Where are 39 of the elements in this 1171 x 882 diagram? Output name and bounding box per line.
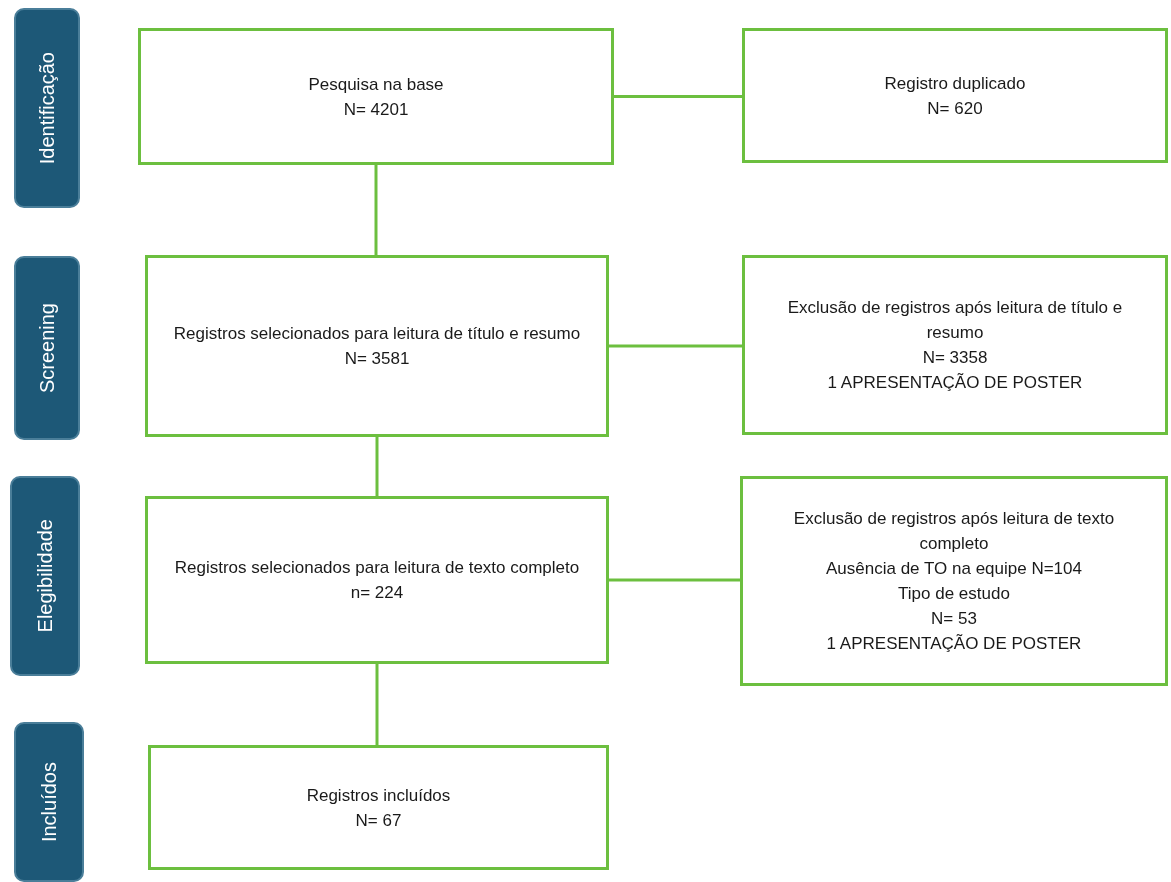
stage-label: Elegibilidade <box>33 519 57 633</box>
process-box <box>740 476 1168 686</box>
box-text: N= 4201 <box>343 98 409 121</box>
box-text: Ausência de TO na equipe N=104 <box>826 558 1082 580</box>
box-text: Registro duplicado <box>884 72 1026 95</box>
box-text: Registros incluídos <box>306 784 451 807</box>
box-text: 1 APRESENTAÇÃO DE POSTER <box>827 372 1083 394</box>
stage-tab <box>14 256 80 440</box>
process-box <box>145 496 609 664</box>
box-text: 1 APRESENTAÇÃO DE POSTER <box>826 633 1082 655</box>
box-text: N= 67 <box>355 809 402 832</box>
stage-label: Screening <box>35 302 59 394</box>
box-text: Exclusão de registros após leitura de texto completo <box>792 508 1116 555</box>
stage-tab <box>14 8 80 208</box>
box-text: N= 53 <box>931 608 977 630</box>
box-text: Pesquisa na base <box>308 73 444 96</box>
connector-line <box>375 437 379 496</box>
process-box <box>742 28 1168 163</box>
connector-line <box>614 95 742 98</box>
box-text: N= 3358 <box>922 347 988 369</box>
connector-line <box>609 344 742 348</box>
stage-label: Incluídos <box>37 761 61 843</box>
connector-line <box>375 664 379 745</box>
box-text: N= 3581 <box>344 348 410 370</box>
stage-label: Identificação <box>35 51 59 165</box>
box-text: Registros selecionados para leitura de título e resumo <box>173 323 581 345</box>
process-box <box>742 255 1168 435</box>
box-text: Tipo de estudo <box>898 583 1010 605</box>
stage-tab <box>14 722 84 882</box>
process-box <box>138 28 614 165</box>
connector-line <box>609 578 740 582</box>
box-text: Registros selecionados para leitura de texto completo <box>174 557 580 579</box>
process-box <box>148 745 609 870</box>
connector-line <box>374 165 378 255</box>
box-text: Exclusão de registros após leitura de título e resumo <box>786 297 1124 344</box>
stage-tab <box>10 476 80 676</box>
box-text: n= 224 <box>350 582 404 604</box>
box-text: N= 620 <box>927 97 983 120</box>
process-box <box>145 255 609 437</box>
